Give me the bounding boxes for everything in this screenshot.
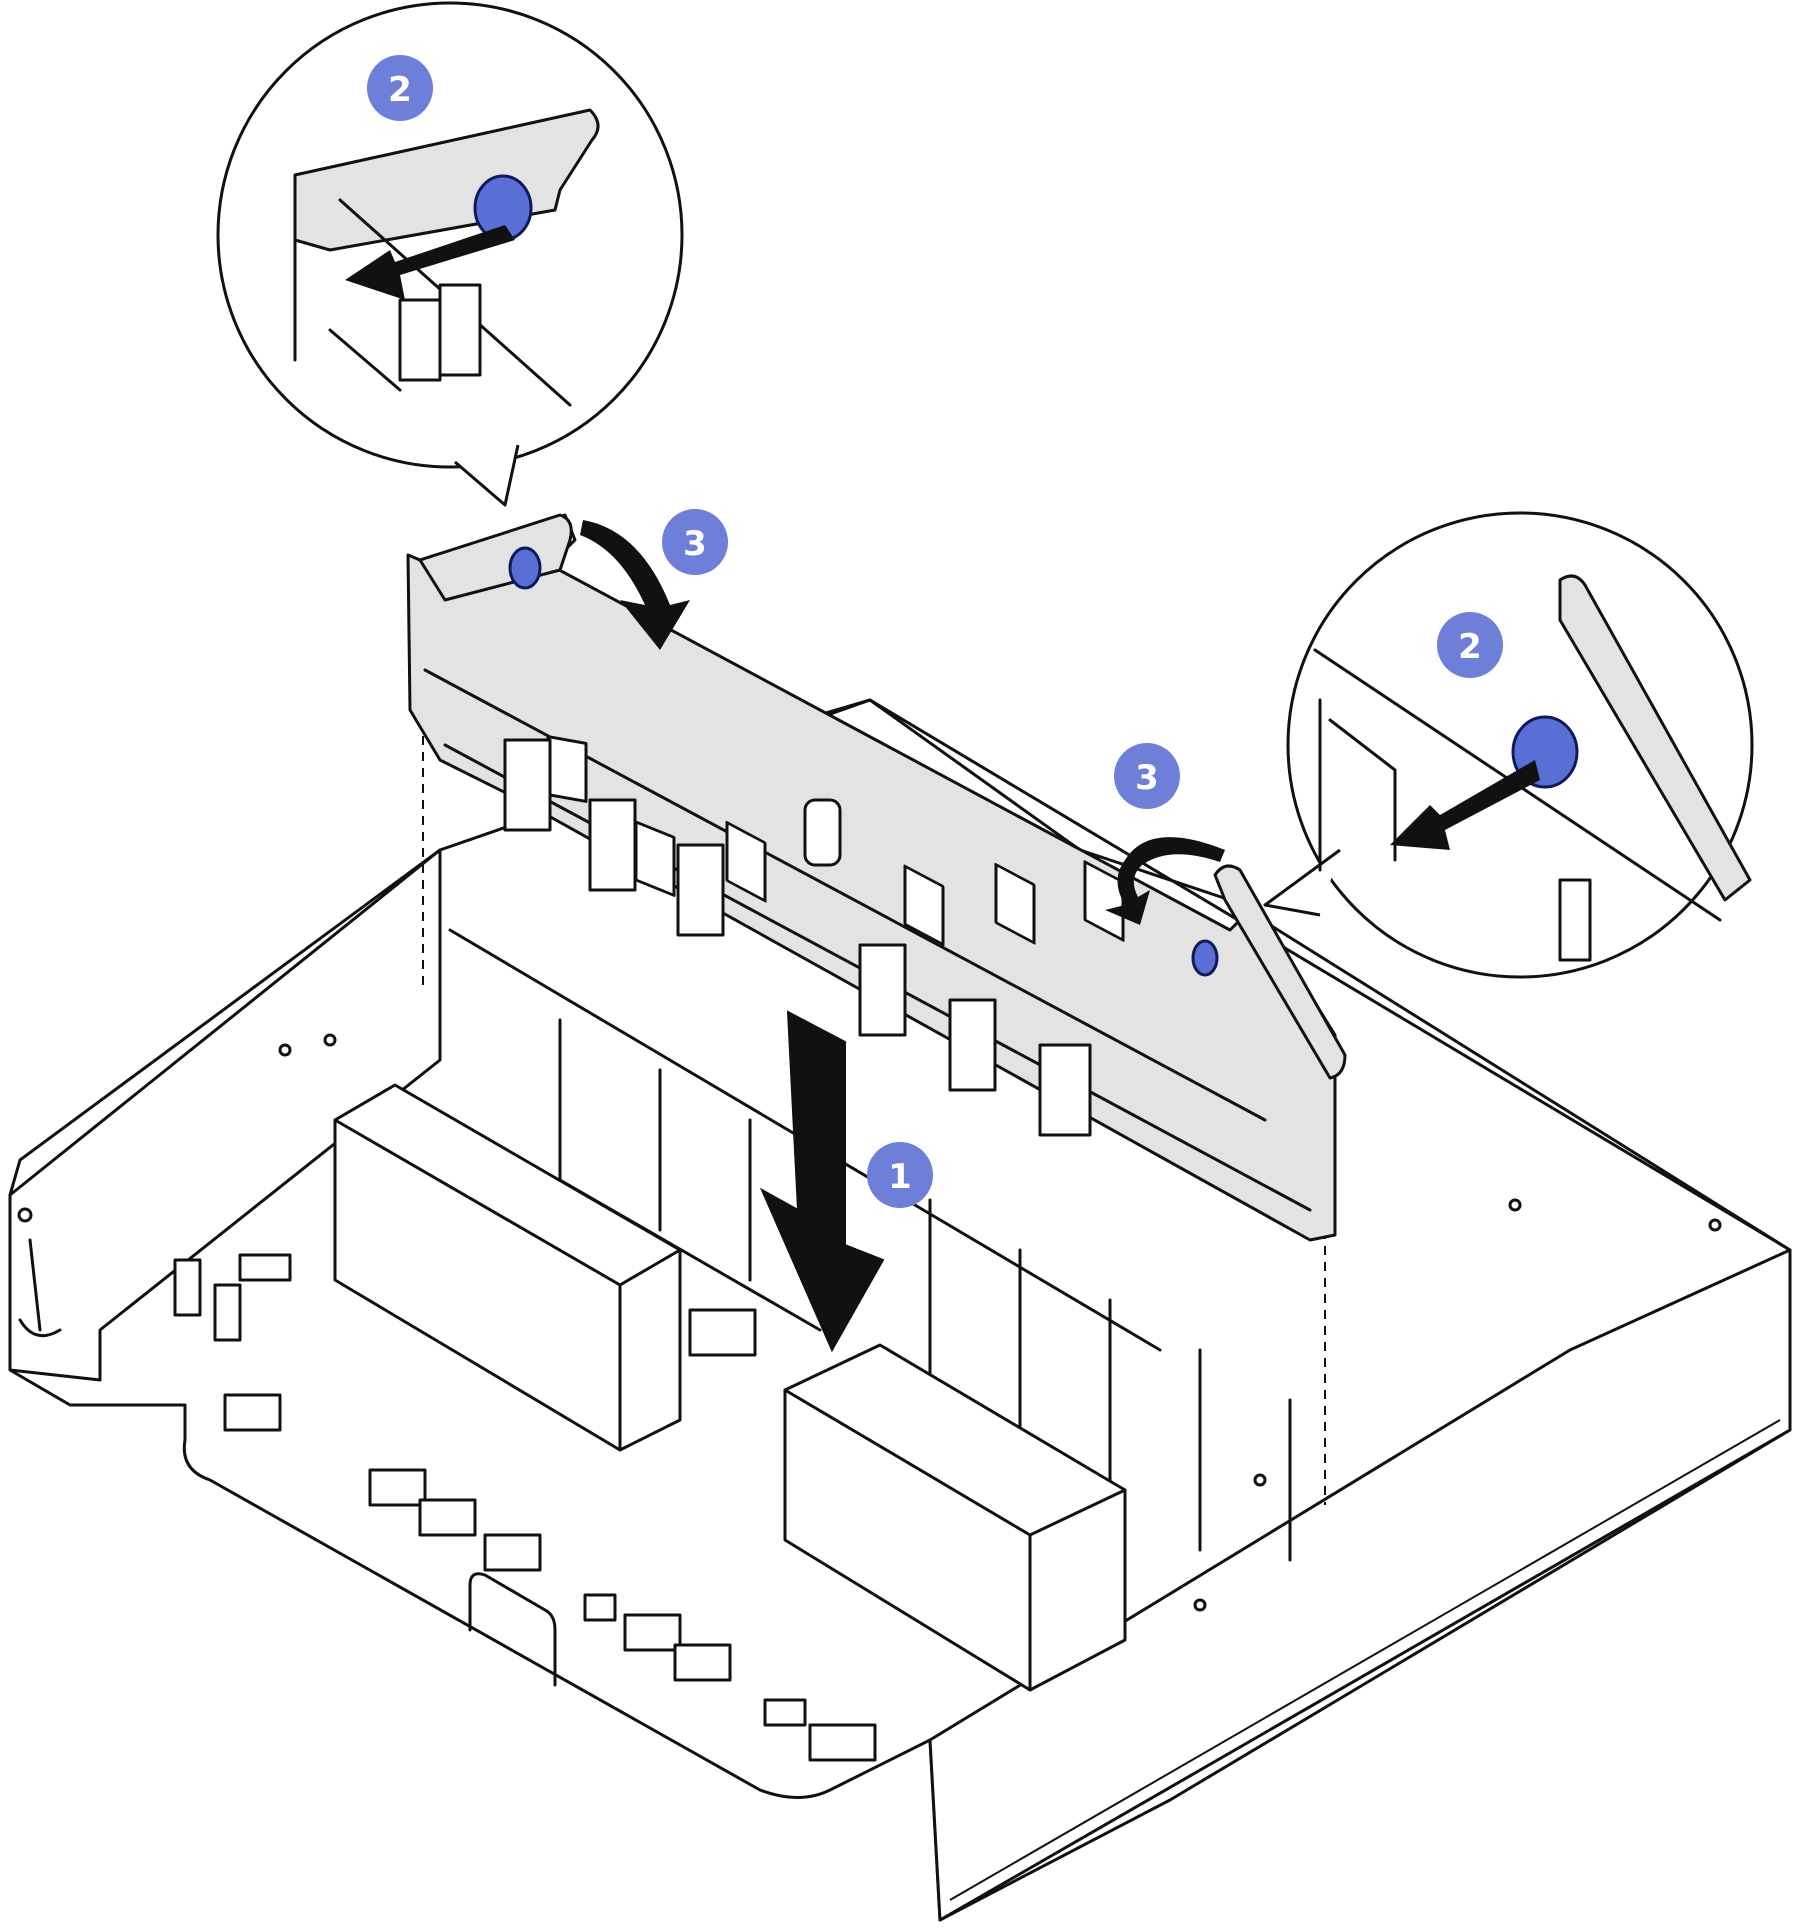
callout-pointer bbox=[1263, 848, 1341, 917]
callout-left bbox=[216, 1, 684, 507]
board-connector bbox=[483, 1533, 542, 1572]
step-badge-circle bbox=[867, 1142, 933, 1208]
step-badges: 2 3 2 3 1 bbox=[367, 55, 1503, 1208]
drive-backplane bbox=[406, 513, 1347, 1242]
step-badge-1: 1 bbox=[867, 1142, 933, 1208]
step-badge-2-right: 2 bbox=[1437, 612, 1503, 678]
front-wall-hole bbox=[1253, 1473, 1267, 1487]
board-connector bbox=[673, 1643, 732, 1682]
backplane-latch-right bbox=[1213, 864, 1347, 1080]
step-badge-circle bbox=[1437, 612, 1503, 678]
backplane-slot bbox=[725, 820, 767, 903]
step-badge-3-left: 3 bbox=[662, 509, 728, 575]
step-badge-label: 1 bbox=[888, 1157, 912, 1197]
wall-hole bbox=[1708, 1218, 1722, 1232]
wall-hole bbox=[323, 1033, 337, 1047]
air-baffles bbox=[333, 1083, 1127, 1692]
board-connector bbox=[623, 1613, 682, 1652]
step-badge-label: 3 bbox=[683, 524, 707, 564]
pull-arrow-icon bbox=[345, 225, 515, 300]
board-connector bbox=[238, 1253, 292, 1282]
step-badge-label: 2 bbox=[388, 70, 412, 110]
board-connector bbox=[688, 1308, 757, 1357]
board-connector bbox=[418, 1498, 477, 1537]
cable-clip bbox=[18, 1238, 62, 1338]
backplane-connector bbox=[676, 843, 725, 937]
pull-arrow-icon bbox=[1390, 760, 1540, 850]
callout-right bbox=[1263, 511, 1754, 979]
step-badge-circle bbox=[1114, 743, 1180, 809]
board-connector bbox=[368, 1468, 427, 1507]
chassis-handle bbox=[468, 1572, 557, 1687]
backplane-latch-left bbox=[418, 513, 573, 602]
step-badge-2-left: 2 bbox=[367, 55, 433, 121]
backplane-connector bbox=[948, 998, 997, 1092]
guide-pin bbox=[803, 798, 842, 867]
step-badge-3-right: 3 bbox=[1114, 743, 1180, 809]
chassis-front-wall bbox=[928, 1248, 1792, 1922]
backplane-connectors bbox=[503, 738, 1092, 1137]
backplane-connector bbox=[503, 738, 552, 832]
front-wall-hole bbox=[1193, 1598, 1207, 1612]
plunger-icon bbox=[508, 546, 542, 590]
wall-hole bbox=[17, 1207, 33, 1223]
connector-closeup bbox=[438, 283, 482, 377]
wall-hole bbox=[1508, 1198, 1522, 1212]
board-connector bbox=[583, 1593, 617, 1622]
board-connector bbox=[223, 1393, 282, 1432]
chassis-left-wall bbox=[8, 848, 442, 1382]
plunger-icon bbox=[1191, 939, 1219, 977]
connector-closeup bbox=[1558, 878, 1592, 962]
backplane-slot bbox=[994, 862, 1036, 945]
curved-arrow-icon bbox=[580, 520, 690, 650]
backplane-connector bbox=[858, 943, 907, 1037]
standoff bbox=[173, 1258, 202, 1317]
system-board-connectors bbox=[173, 1253, 877, 1762]
step-badge-circle bbox=[662, 509, 728, 575]
step-badge-label: 3 bbox=[1135, 758, 1159, 798]
standoff bbox=[213, 1283, 242, 1342]
backplane-connector bbox=[1038, 1043, 1092, 1137]
down-arrow-icon bbox=[759, 1010, 885, 1353]
step-badge-circle bbox=[367, 55, 433, 121]
connector-closeup bbox=[398, 298, 442, 382]
front-wall-edge bbox=[949, 1419, 1781, 1901]
backplane-slots bbox=[546, 735, 1125, 947]
board-connector bbox=[808, 1723, 877, 1762]
step-badge-label: 2 bbox=[1458, 627, 1482, 667]
wall-hole bbox=[278, 1043, 292, 1057]
callout-circle bbox=[216, 1, 684, 469]
curved-arrow-icon bbox=[1105, 837, 1225, 925]
backplane-slot bbox=[903, 864, 945, 947]
air-baffle-left bbox=[333, 1083, 682, 1452]
backplane-connector bbox=[588, 798, 637, 892]
server-chassis bbox=[8, 698, 1792, 1922]
backplane-slot bbox=[546, 735, 588, 803]
air-baffle-right bbox=[783, 1343, 1127, 1692]
board-connector bbox=[763, 1698, 807, 1727]
latch-closeup bbox=[1558, 574, 1752, 902]
callout-pointer bbox=[454, 444, 520, 507]
